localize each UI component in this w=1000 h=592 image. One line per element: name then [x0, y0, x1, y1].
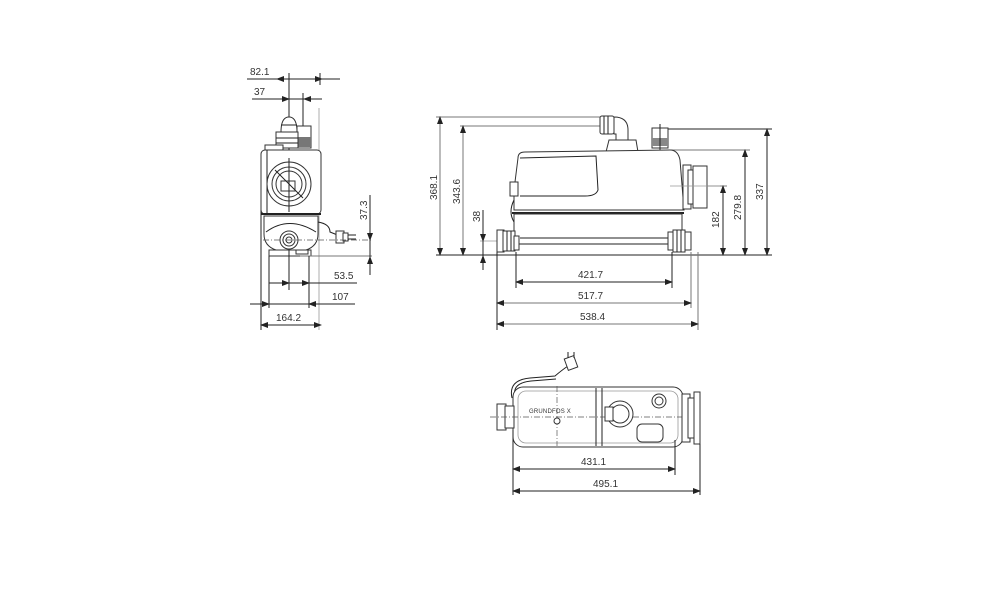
- dim-368-1: 368.1: [429, 175, 440, 200]
- dim-164-2: 164.2: [276, 313, 301, 324]
- dim-517-7: 517.7: [578, 291, 603, 302]
- dim-337: 337: [755, 183, 766, 200]
- side-view: [247, 73, 373, 330]
- dim-38: 38: [472, 210, 483, 222]
- dim-538-4: 538.4: [580, 312, 605, 323]
- dim-53-5: 53.5: [334, 271, 354, 282]
- dim-37-3: 37.3: [359, 200, 370, 220]
- dim-182: 182: [711, 211, 722, 228]
- dim-107: 107: [332, 292, 349, 303]
- dim-431-1: 431.1: [581, 457, 606, 468]
- dim-495-1: 495.1: [593, 479, 618, 490]
- dim-421-7: 421.7: [578, 270, 603, 281]
- dim-82-1: 82.1: [250, 67, 270, 78]
- front-view: [436, 115, 772, 330]
- top-view: GRUNDFOS X: [490, 352, 701, 495]
- dim-279-8: 279.8: [733, 195, 744, 220]
- dim-343-6: 343.6: [452, 179, 463, 204]
- dim-37: 37: [254, 87, 266, 98]
- grundfos-logo: GRUNDFOS X: [529, 409, 571, 415]
